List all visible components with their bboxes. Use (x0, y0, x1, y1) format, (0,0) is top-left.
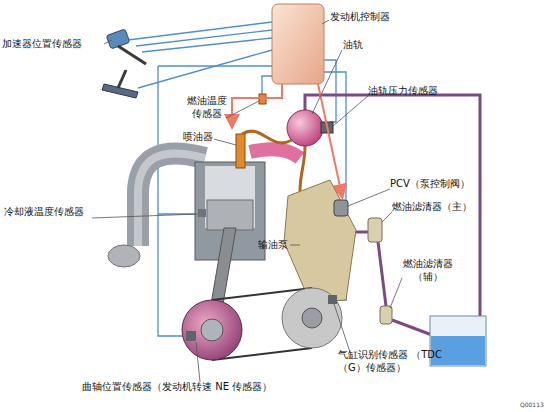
signal-wire (158, 65, 272, 66)
pedal-lever (118, 46, 146, 64)
part-label: 燃油温度 传感器 (184, 94, 230, 120)
leader-line (382, 212, 392, 222)
signal-wire (158, 66, 186, 336)
signal-wire (324, 60, 336, 122)
piston (207, 200, 253, 230)
leader-line (226, 101, 259, 118)
signal-wire (262, 76, 272, 96)
main-filter (368, 218, 382, 242)
part-label: 燃油滤清器（主） (392, 200, 472, 213)
cylinder-sensor (328, 295, 337, 304)
intake-fitting (108, 245, 140, 267)
part-label: PCV（泵控制阀） (390, 177, 470, 190)
crank-pulley (182, 300, 242, 360)
leader-line (92, 214, 198, 218)
signal-wire (142, 38, 272, 52)
signal-wire (136, 30, 272, 46)
leader-line (312, 50, 342, 114)
high-pressure-line (300, 146, 305, 192)
control-signal (232, 84, 282, 126)
pedal-arm (118, 70, 126, 88)
high-pressure-line (242, 131, 292, 143)
fuel-line (378, 242, 386, 306)
leader-line (196, 342, 200, 382)
leader-line (334, 304, 350, 352)
injector (236, 134, 245, 168)
pump-control-valve (334, 200, 348, 216)
pump-pulley (282, 288, 342, 348)
watermark: Q00113 (520, 401, 544, 409)
pump-hub (302, 308, 322, 328)
supply-pump (284, 180, 356, 302)
part-label: 气缸识别传感器 （TDC（G）传感器） (338, 348, 442, 374)
part-label: 油轨压力传感器 (368, 84, 438, 97)
coolant-sensor (198, 209, 206, 217)
leader-line (390, 278, 402, 308)
leader-line (322, 20, 329, 24)
signal-wire (128, 22, 272, 40)
exhaust-pipe (250, 149, 300, 158)
crank-sensor (186, 331, 196, 341)
engine-control-unit (272, 4, 324, 84)
sub-filter (380, 306, 392, 324)
part-label: 发动机控制器 (330, 10, 390, 23)
crank-hub (201, 319, 223, 341)
part-label: 加速器位置传感器 (2, 37, 82, 50)
part-label: 油轨 (343, 38, 363, 51)
part-label: 曲轴位置传感器（发动机转速 NE 传感器） (82, 380, 272, 393)
leader-line (290, 245, 300, 246)
leader-line (333, 96, 368, 126)
fuel-rail (287, 110, 323, 146)
part-label: 冷却液温度传感器 (4, 205, 84, 218)
part-label: 燃油滤清器 （辅） (400, 257, 456, 283)
control-signal (318, 84, 342, 196)
pedal-sensor (106, 29, 130, 49)
leader-line (214, 139, 236, 145)
leader-line (348, 189, 390, 206)
part-label: 喷油器 (183, 130, 213, 143)
part-label: 输油泵 (258, 238, 288, 251)
leader-line (104, 40, 112, 44)
